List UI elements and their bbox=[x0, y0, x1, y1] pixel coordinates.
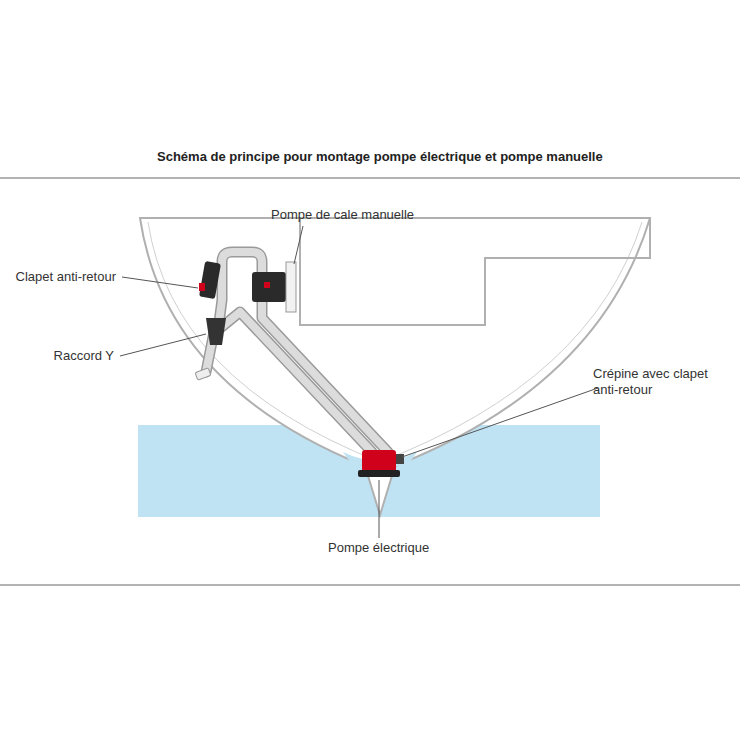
diagram-title: Schéma de principe pour montage pompe él… bbox=[157, 149, 603, 165]
hull-outline bbox=[140, 218, 650, 515]
rule-line bbox=[0, 178, 740, 179]
part-label: Crépine avec clapet anti-retour bbox=[593, 366, 713, 398]
part-label: Pompe électrique bbox=[328, 540, 429, 556]
y-fitting bbox=[206, 318, 226, 345]
check-valve bbox=[199, 261, 221, 299]
hoses bbox=[206, 252, 388, 452]
part-label: Clapet anti-retour bbox=[16, 269, 116, 285]
through-hull-fitting bbox=[195, 368, 211, 380]
manual-pump bbox=[252, 262, 296, 312]
leader-lines bbox=[120, 226, 598, 538]
part-label: Pompe de cale manuelle bbox=[271, 207, 414, 223]
rule-line bbox=[0, 585, 740, 586]
part-label: Raccord Y bbox=[54, 348, 114, 364]
electric-pump bbox=[358, 450, 404, 477]
